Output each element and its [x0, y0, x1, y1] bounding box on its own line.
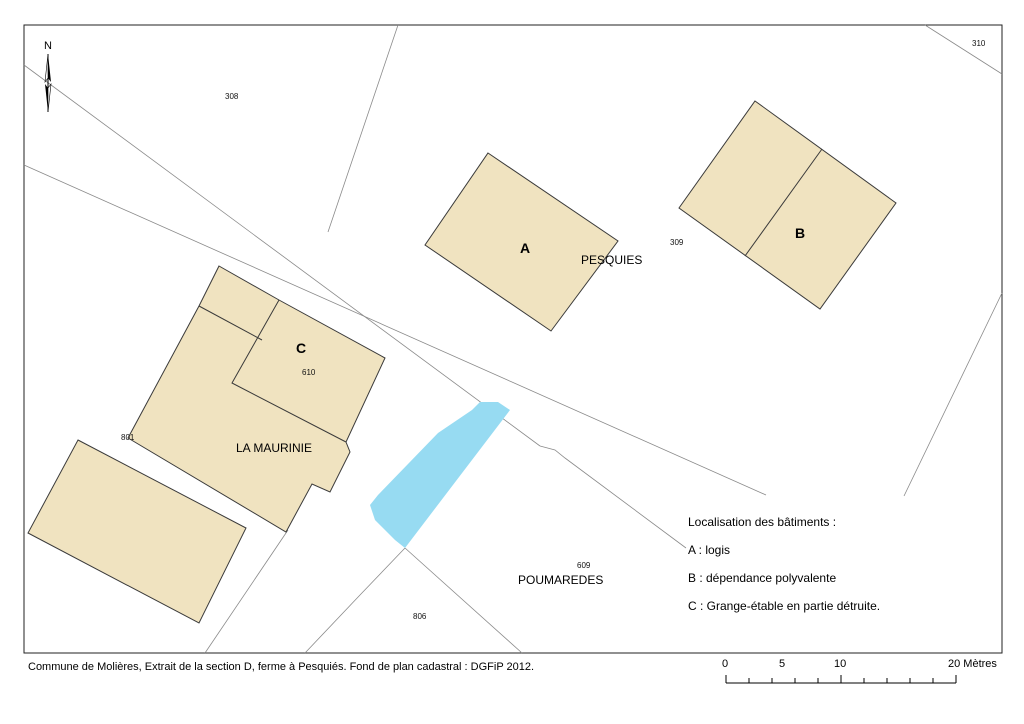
map-caption: Commune de Molières, Extrait de la secti… [28, 661, 534, 673]
parcel-boundary-308 [327, 24, 399, 233]
place-name-la-maurinie: LA MAURINIE [236, 441, 312, 455]
place-name-pesquies: PESQUIES [581, 253, 642, 267]
scale-label-10: 10 [834, 658, 846, 670]
building-c-wall-1 [198, 305, 263, 341]
scale-label-0: 0 [722, 658, 728, 670]
building-b-divider [744, 148, 823, 257]
parcel-number-609: 609 [577, 561, 591, 570]
legend: Localisation des bâtiments : A : logis B… [688, 515, 880, 613]
legend-item-a: A : logis [688, 543, 730, 557]
place-name-poumaredes: POUMAREDES [518, 573, 603, 587]
scale-bar: 0 5 10 20 Mètres [722, 658, 997, 684]
parcel-number-610: 610 [302, 368, 316, 377]
road-edge-north [23, 64, 541, 447]
parcel-boundary-806-east [404, 547, 523, 654]
parcel-number-801: 801 [121, 433, 135, 442]
building-a [424, 152, 619, 332]
legend-item-b: B : dépendance polyvalente [688, 571, 836, 585]
building-label-a: A [520, 240, 530, 256]
building-label-c: C [296, 340, 306, 356]
parcel-boundaries [23, 24, 1003, 654]
building-c [127, 265, 386, 533]
parcel-number-308: 308 [225, 92, 239, 101]
pond-area [370, 402, 540, 548]
road-edge-south [23, 164, 767, 496]
scale-bar-ticks [725, 675, 957, 683]
map-frame [23, 24, 1003, 654]
scale-label-20: 20 Mètres [948, 658, 997, 670]
scale-label-5: 5 [779, 658, 785, 670]
parcel-boundary-east [903, 292, 1003, 497]
building-shed [27, 439, 247, 624]
parcel-boundary-801-south [204, 529, 289, 654]
north-arrow: N [44, 40, 52, 113]
buildings [27, 100, 897, 624]
legend-title: Localisation des bâtiments : [688, 515, 836, 529]
north-arrow-icon [44, 53, 52, 113]
north-label: N [44, 40, 52, 52]
building-c-wall-2 [231, 299, 347, 443]
parcel-boundary-310 [924, 24, 1003, 75]
parcel-number-806: 806 [413, 612, 427, 621]
building-label-b: B [795, 225, 805, 241]
parcel-boundary-806-west [304, 547, 406, 654]
parcel-number-309: 309 [670, 238, 684, 247]
building-b [678, 100, 897, 310]
parcel-boundary-609 [539, 445, 687, 549]
legend-item-c: C : Grange-étable en partie détruite. [688, 599, 880, 613]
parcel-number-310: 310 [972, 39, 986, 48]
